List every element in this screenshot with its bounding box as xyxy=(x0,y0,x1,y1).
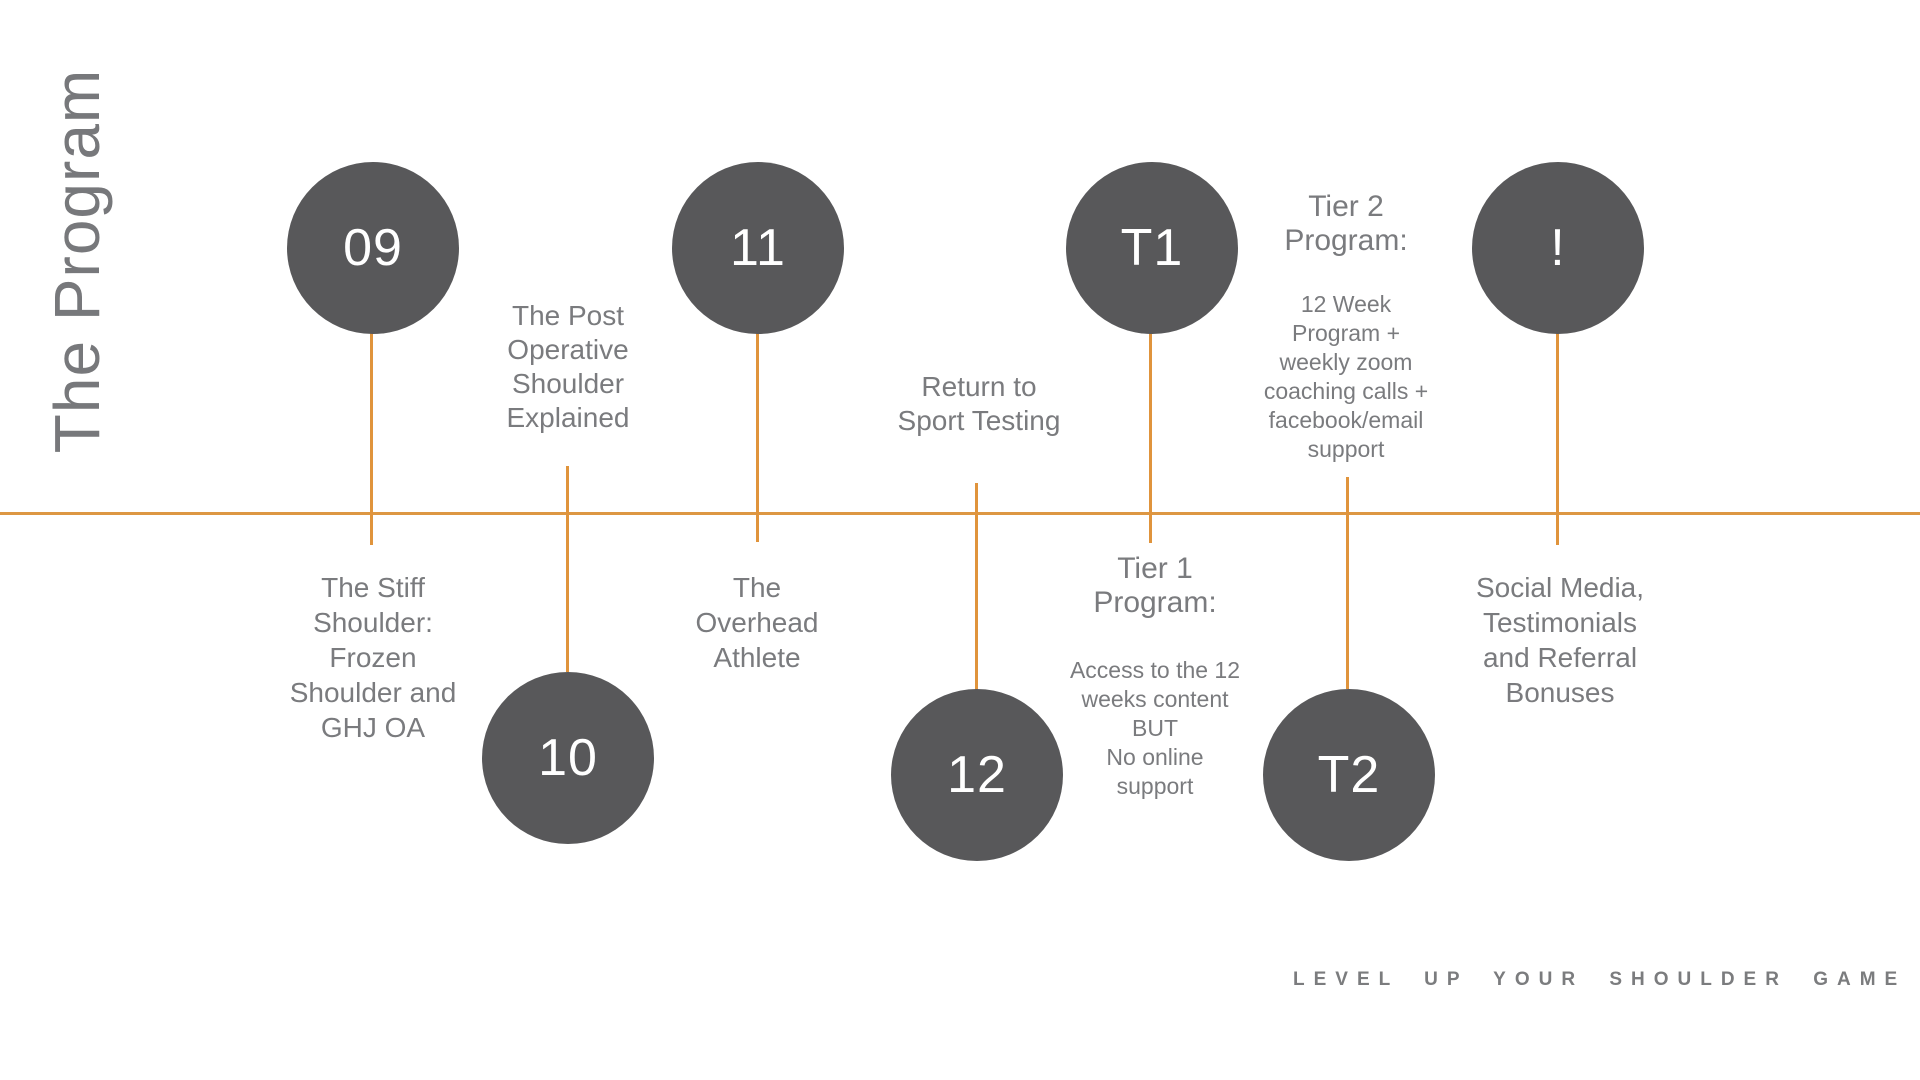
connector-line-t1 xyxy=(1149,333,1152,543)
connector-line-10 xyxy=(566,466,569,672)
connector-line-12 xyxy=(975,483,978,691)
node-description-10: The Post Operative Shoulder Explained xyxy=(506,300,630,433)
node-label-11: 11 xyxy=(730,219,786,277)
node-label-12: 12 xyxy=(947,746,1007,804)
node-label-10: 10 xyxy=(538,729,598,787)
node-description-11: The Overhead Athlete xyxy=(695,572,819,673)
node-description-exclamation: Social Media, Testimonials and Referral … xyxy=(1475,572,1645,708)
timeline-node-t1: T1 xyxy=(1066,162,1238,334)
connector-line-exclamation xyxy=(1556,332,1559,545)
timeline-axis xyxy=(0,512,1920,515)
node-description-t1: Access to the 12 weeks content BUT No on… xyxy=(1069,657,1241,799)
connector-line-11 xyxy=(756,333,759,542)
node-label-t1: T1 xyxy=(1120,219,1184,277)
connector-line-09 xyxy=(370,333,373,545)
node-label-09: 09 xyxy=(343,219,403,277)
timeline-node-09: 09 xyxy=(287,162,459,334)
timeline-node-10: 10 xyxy=(482,672,654,844)
node-label-exclamation: ! xyxy=(1550,219,1566,277)
timeline-node-11: 11 xyxy=(672,162,844,334)
node-description-12: Return to Sport Testing xyxy=(897,371,1061,436)
footer-tagline: LEVEL UP YOUR SHOULDER GAME xyxy=(1293,969,1907,990)
node-description-t2: 12 Week Program + weekly zoom coaching c… xyxy=(1263,291,1429,462)
node-label-t2: T2 xyxy=(1317,746,1381,804)
page-title: The Program xyxy=(41,68,113,454)
timeline-node-exclamation: ! xyxy=(1472,162,1644,334)
node-heading-t2: Tier 2 Program: xyxy=(1284,190,1408,257)
timeline-node-t2: T2 xyxy=(1263,689,1435,861)
timeline-node-12: 12 xyxy=(891,689,1063,861)
node-description-09: The Stiff Shoulder: Frozen Shoulder and … xyxy=(289,572,457,743)
node-heading-t1: Tier 1 Program: xyxy=(1093,552,1217,619)
connector-line-t2 xyxy=(1346,477,1349,689)
